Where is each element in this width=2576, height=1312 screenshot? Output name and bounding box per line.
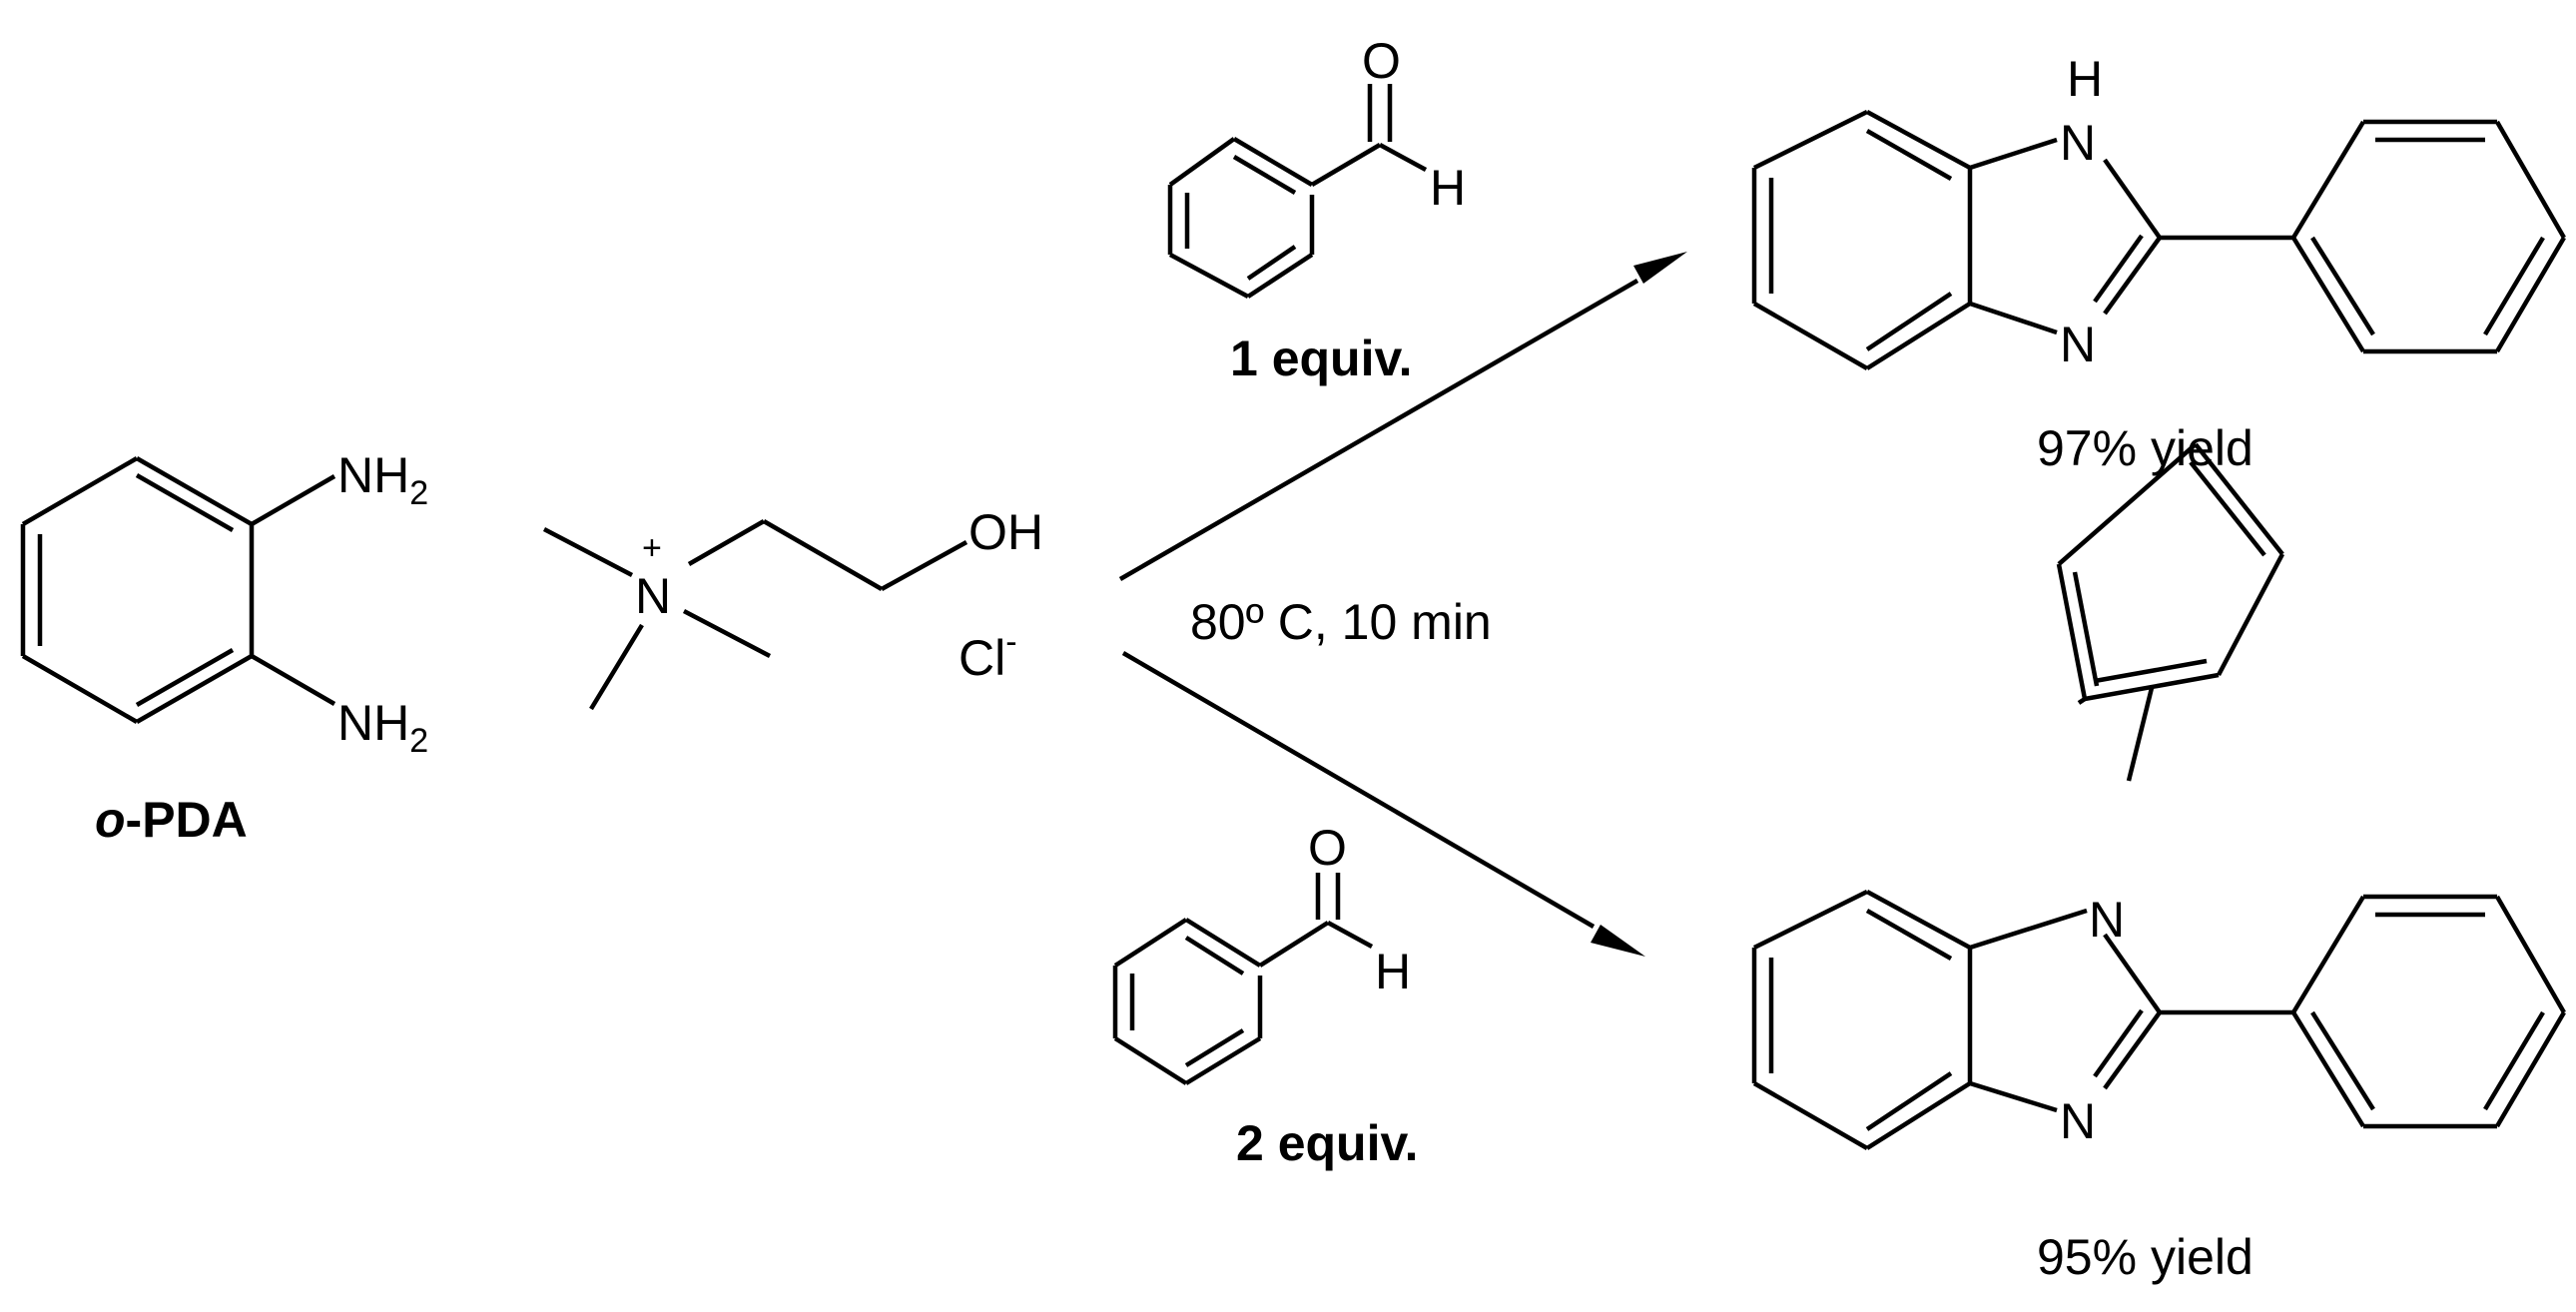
- aldehyde-hydrogen-bottom: H: [1375, 944, 1411, 999]
- o-pda-benzene-ring: [20, 456, 255, 724]
- product-bottom-n1-nitrogen: N: [2089, 892, 2125, 948]
- equiv-label-top: 1 equiv.: [1230, 330, 1412, 386]
- product-bottom-n3-nitrogen: N: [2060, 1093, 2096, 1149]
- amine-top-nh2: NH2: [337, 447, 428, 512]
- chloride-counterion: Cl-: [959, 623, 1017, 686]
- aldehyde-hydrogen-top: H: [1430, 160, 1466, 216]
- reaction-arrow-bottom: [1121, 651, 1645, 957]
- amine-bottom-nh2: NH2: [337, 695, 428, 760]
- hydroxyl-group: OH: [968, 504, 1043, 560]
- nitrogen-positive-charge: +: [642, 529, 662, 567]
- o-pda-structure: NH2 NH2 o-PDA: [20, 447, 428, 848]
- o-pda-label: o-PDA: [95, 792, 248, 848]
- product-bottom-yield: 95% yield: [2037, 1229, 2254, 1285]
- benzaldehyde-bottom-structure: O H 2 equiv.: [1112, 820, 1418, 1171]
- reaction-conditions: 80º C, 10 min: [1190, 594, 1492, 650]
- benzaldehyde-top-structure: O H 1 equiv.: [1167, 33, 1466, 386]
- product-top-structure: N H N 97% yield: [1751, 51, 2566, 476]
- product-bottom-structure: N N 95% yield: [1751, 442, 2566, 1285]
- c-n-bond-top: [250, 474, 336, 526]
- product-top-imine-nitrogen: N: [2060, 317, 2096, 372]
- c-n-bond-bottom: [250, 654, 336, 706]
- reaction-arrow-top: [1118, 252, 1687, 581]
- nitrogen-atom: N: [635, 568, 671, 624]
- product-top-yield: 97% yield: [2037, 420, 2254, 476]
- product-top-nh-hydrogen: H: [2067, 51, 2103, 107]
- equiv-label-bottom: 2 equiv.: [1236, 1115, 1418, 1171]
- choline-chloride-structure: N + OH Cl-: [542, 504, 1043, 711]
- aldehyde-oxygen-bottom: O: [1308, 820, 1347, 876]
- aldehyde-oxygen-top: O: [1362, 33, 1401, 89]
- product-top-nh-nitrogen: N: [2060, 115, 2096, 171]
